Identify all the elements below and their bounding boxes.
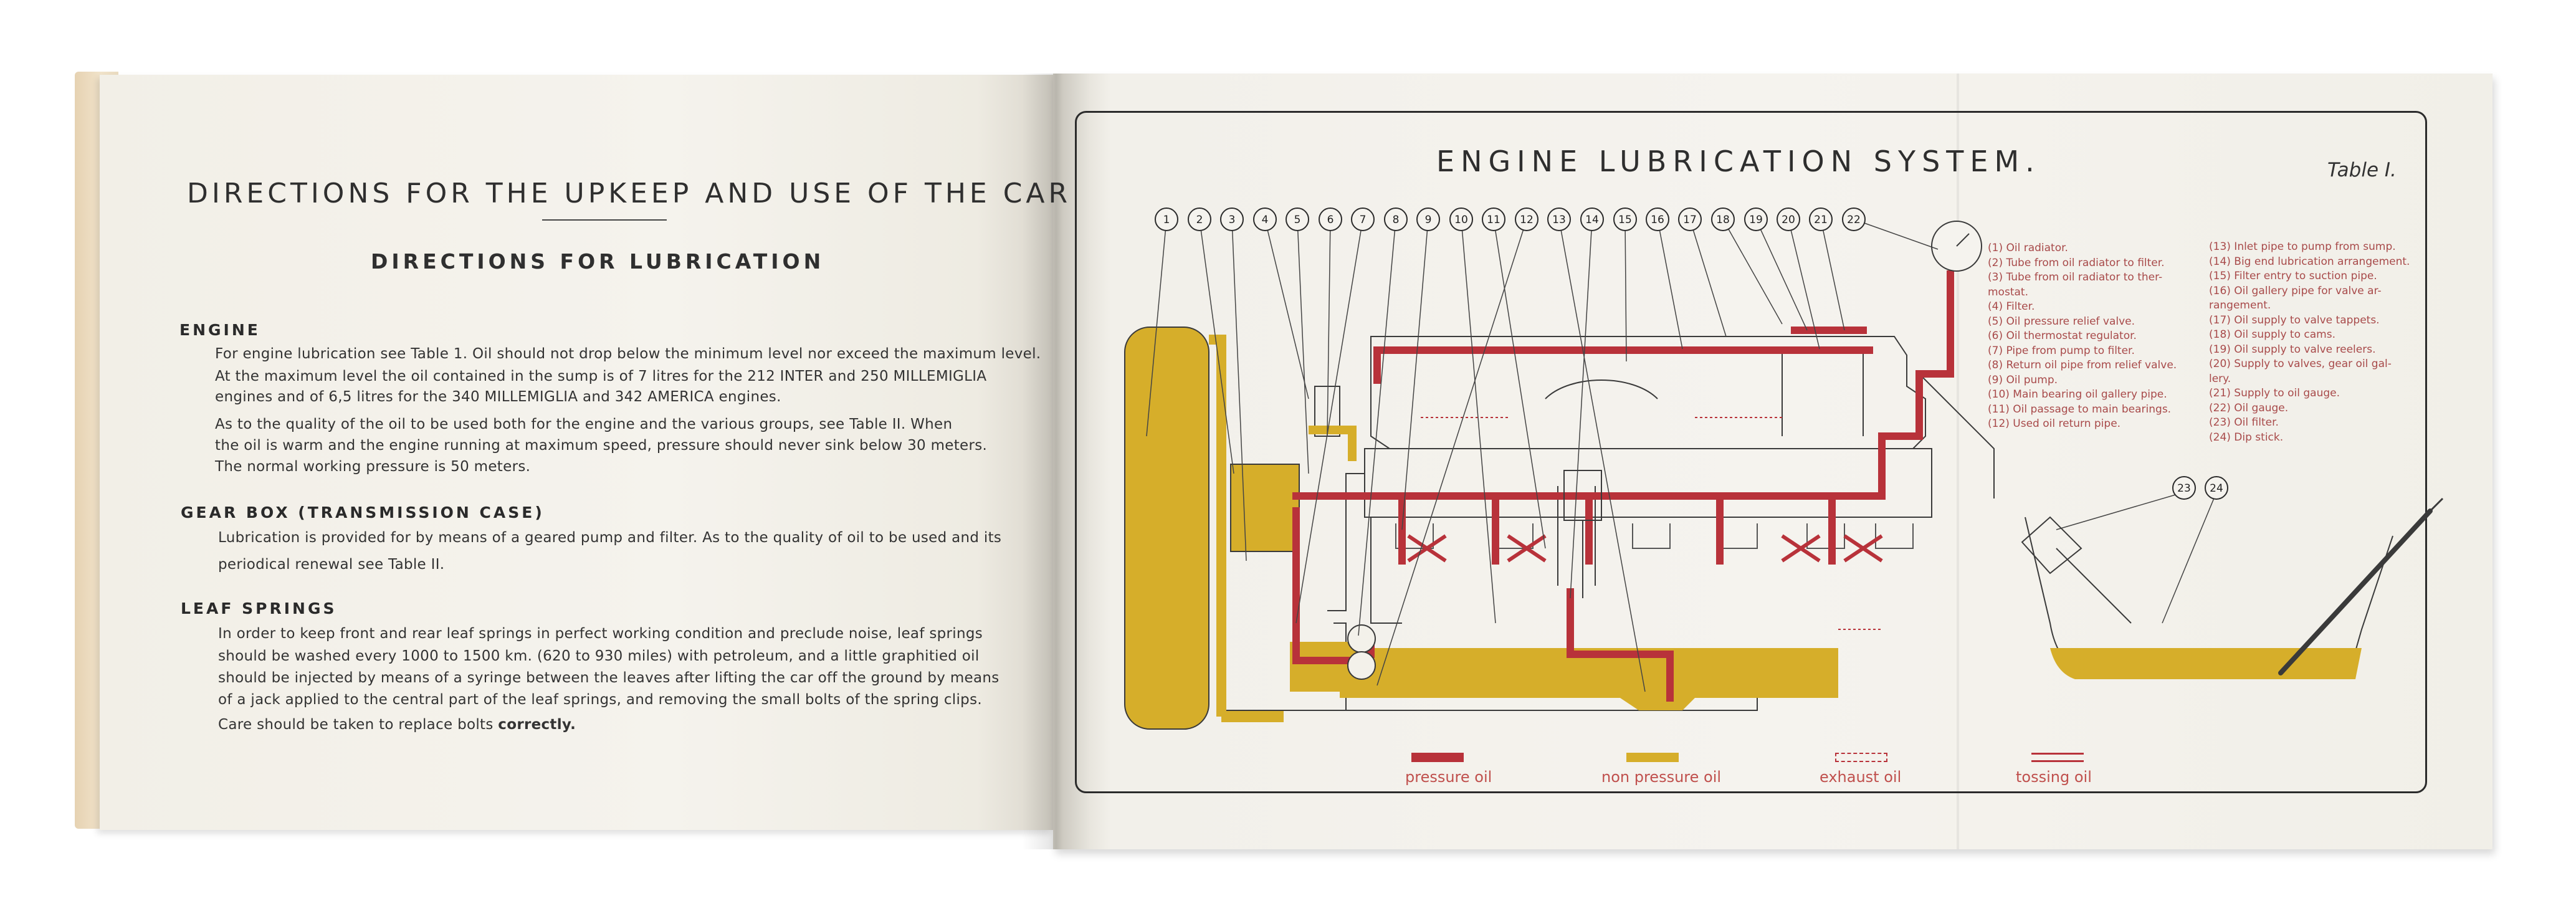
callout-label: 1 <box>1163 214 1170 226</box>
callout-label: 4 <box>1262 214 1269 226</box>
spine-shadow <box>1022 74 1090 849</box>
legend-list-right: (13) Inlet pipe to pump from sump. (14) … <box>2209 240 2410 445</box>
fold-crease <box>1957 74 1959 849</box>
diagram-title: ENGINE LUBRICATION SYSTEM. <box>1436 145 2041 178</box>
key-non-pressure-oil: non pressure oil <box>1601 768 1722 786</box>
callout-label: 19 <box>1749 214 1763 226</box>
pressure-oil-swatch <box>1411 753 1464 762</box>
gearbox-line: periodical renewal see Table II. <box>218 556 445 573</box>
section-title: DIRECTIONS FOR LUBRICATION <box>371 249 825 274</box>
callout-label: 2 <box>1196 214 1203 226</box>
legend-item: (7) Pipe from pump to filter. <box>1988 344 2135 357</box>
springs-line: of a jack applied to the central part of… <box>218 692 982 708</box>
left-page <box>100 75 1053 830</box>
legend-item: (22) Oil gauge. <box>2209 401 2289 414</box>
legend-item: (21) Supply to oil gauge. <box>2209 387 2340 399</box>
callout-label: 3 <box>1229 214 1236 226</box>
callout-label: 23 <box>2177 482 2191 495</box>
callout-label: 12 <box>1520 214 1534 226</box>
legend-item: (23) Oil filter. <box>2209 416 2279 429</box>
engine-line: engines and of 6,5 litres for the 340 MI… <box>215 389 781 405</box>
engine-line: At the maximum level the oil contained i… <box>215 368 987 384</box>
springs-line: should be injected by means of a syringe… <box>218 670 999 686</box>
legend-item: (16) Oil gallery pipe for valve ar- <box>2209 284 2382 297</box>
page-title: DIRECTIONS FOR THE UPKEEP AND USE OF THE… <box>187 178 1072 209</box>
key-exhaust-oil: exhaust oil <box>1820 768 1902 786</box>
exhaust-oil-swatch <box>1835 753 1887 762</box>
springs-line-text: Care should be taken to replace bolts <box>218 717 494 733</box>
callout-label: 13 <box>1552 214 1566 226</box>
callout-label: 14 <box>1585 214 1599 226</box>
legend-item: (10) Main bearing oil gallery pipe. <box>1988 388 2167 401</box>
engine-heading: ENGINE <box>179 321 260 339</box>
gearbox-line: Lubrication is provided for by means of … <box>218 530 1002 546</box>
table-label: Table I. <box>2327 159 2397 181</box>
legend-item: (4) Filter. <box>1988 300 2035 313</box>
springs-line: should be washed every 1000 to 1500 km. … <box>218 648 980 664</box>
callout-label: 21 <box>1814 214 1828 226</box>
callout-label: 5 <box>1294 214 1301 226</box>
callout-label: 22 <box>1847 214 1861 226</box>
legend-item: (19) Oil supply to valve reelers. <box>2209 343 2376 356</box>
legend-item: (17) Oil supply to valve tappets. <box>2209 313 2380 327</box>
legend-item: (5) Oil pressure relief valve. <box>1988 315 2135 328</box>
legend-item: (18) Oil supply to cams. <box>2209 328 2335 341</box>
non-pressure-oil-swatch <box>1626 753 1679 762</box>
title-underline <box>542 219 667 221</box>
callout-label: 20 <box>1782 214 1795 226</box>
legend-item: (2) Tube from oil radiator to filter. <box>1988 256 2165 269</box>
legend-item: (20) Supply to valves, gear oil gal- <box>2209 358 2392 370</box>
springs-line: Care should be taken to replace bolts co… <box>218 717 576 733</box>
legend-item: (12) Used oil return pipe. <box>1988 417 2121 430</box>
callout-label: 8 <box>1393 214 1400 226</box>
key-pressure-oil: pressure oil <box>1405 768 1492 786</box>
legend-item: (9) Oil pump. <box>1988 373 2058 386</box>
springs-line: In order to keep front and rear leaf spr… <box>218 626 983 642</box>
callout-label: 6 <box>1327 214 1334 226</box>
legend-list-left: (1) Oil radiator. (2) Tube from oil radi… <box>1988 241 2177 432</box>
key-tossing-oil: tossing oil <box>2016 768 2092 786</box>
legend-item: (6) Oil thermostat regulator. <box>1988 330 2137 342</box>
legend-item: (1) Oil radiator. <box>1988 242 2068 254</box>
callout-label: 7 <box>1360 214 1367 226</box>
callout-label: 11 <box>1487 214 1500 226</box>
springs-emphasis: correctly. <box>498 717 576 733</box>
callout-label: 17 <box>1683 214 1697 226</box>
legend-item: (3) Tube from oil radiator to ther- <box>1988 271 2163 284</box>
legend-item: (15) Filter entry to suction pipe. <box>2209 270 2377 282</box>
callout-label: 24 <box>2210 482 2223 495</box>
legend-item: lery. <box>2209 372 2231 385</box>
engine-line: The normal working pressure is 50 meters… <box>215 459 531 475</box>
engine-line: For engine lubrication see Table 1. Oil … <box>215 346 1041 362</box>
legend-item: rangement. <box>2209 299 2271 312</box>
engine-line: As to the quality of the oil to be used … <box>215 416 953 432</box>
engine-line: the oil is warm and the engine running a… <box>215 437 988 454</box>
legend-item: (8) Return oil pipe from relief valve. <box>1988 359 2177 371</box>
callout-label: 9 <box>1425 214 1432 226</box>
legend-item: (14) Big end lubrication arrangement. <box>2209 255 2410 268</box>
right-page <box>1053 74 2493 849</box>
callout-label: 18 <box>1716 214 1730 226</box>
plate-border <box>1075 111 2427 793</box>
tossing-oil-swatch <box>2031 753 2084 762</box>
legend-item: (11) Oil passage to main bearings. <box>1988 403 2172 416</box>
legend-item: mostat. <box>1988 285 2028 298</box>
legend-item: (24) Dip stick. <box>2209 431 2284 444</box>
callout-label: 16 <box>1651 214 1664 226</box>
gearbox-heading: GEAR BOX (TRANSMISSION CASE) <box>181 503 545 522</box>
legend-item: (13) Inlet pipe to pump from sump. <box>2209 241 2396 253</box>
callout-label: 15 <box>1618 214 1632 226</box>
springs-heading: LEAF SPRINGS <box>181 599 337 618</box>
callout-label: 10 <box>1454 214 1468 226</box>
